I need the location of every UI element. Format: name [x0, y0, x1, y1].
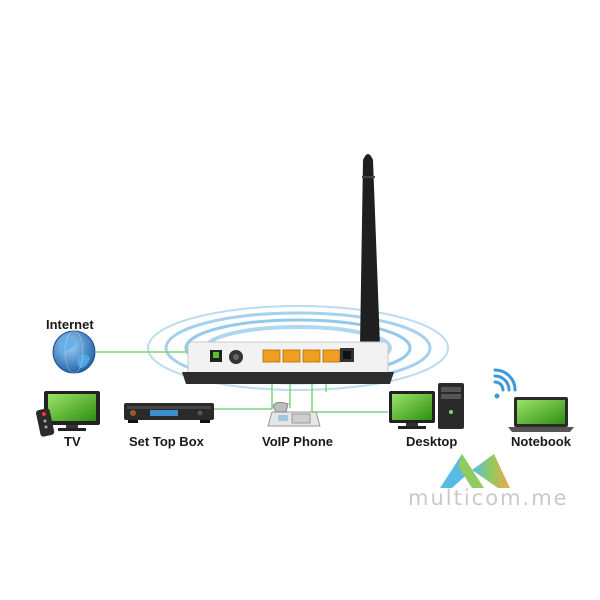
multicom-logo-mark — [440, 454, 510, 488]
set-top-box-icon — [124, 403, 214, 423]
antenna-icon — [360, 154, 380, 346]
remote-icon — [36, 408, 55, 437]
label-notebook: Notebook — [511, 434, 571, 449]
tower-icon — [438, 383, 464, 429]
wifi-icon — [493, 368, 517, 399]
label-set-top-box: Set Top Box — [129, 434, 204, 449]
lan-ports — [262, 349, 341, 363]
label-desktop: Desktop — [406, 434, 458, 449]
tv-icon — [44, 391, 100, 431]
monitor-icon — [389, 391, 435, 429]
laptop-icon — [508, 397, 574, 432]
label-internet: Internet — [46, 317, 94, 332]
router-icon — [182, 341, 394, 384]
label-tv: TV — [64, 434, 81, 449]
phone-icon — [267, 401, 321, 427]
watermark-text: multicom.me — [408, 486, 569, 510]
globe-icon — [52, 330, 96, 374]
label-voip-phone: VoIP Phone — [262, 434, 334, 449]
